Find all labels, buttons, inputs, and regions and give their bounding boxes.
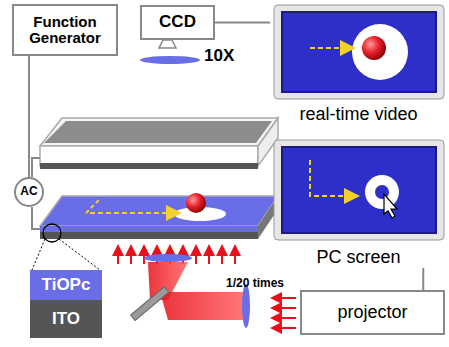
component-box: ITO (30, 300, 102, 338)
node-label: CCD (159, 13, 196, 32)
component-box: TiOPc (30, 270, 102, 300)
magnification-label: 10X (204, 46, 234, 66)
monitor-screen: PC screen (270, 138, 447, 268)
node-label: Function Generator (14, 14, 116, 47)
node-label: TiOPc (42, 276, 91, 295)
monitor-screen: real-time video (270, 3, 447, 125)
node-label: real-time video (299, 105, 417, 125)
node-label: PC screen (316, 248, 400, 268)
node-label: AC (20, 185, 37, 198)
node-label: ITO (52, 310, 80, 329)
signal-wire (28, 56, 30, 177)
video-screen (270, 3, 447, 103)
pc-screen (270, 138, 447, 242)
component-box: CCD (140, 5, 215, 40)
signal-wire (422, 268, 424, 290)
signal-wire (215, 22, 270, 24)
node-label: projector (337, 303, 407, 323)
scale-label: 1/20 times (226, 276, 284, 290)
component-box: Function Generator (12, 4, 118, 56)
ac-source-circle: AC (14, 177, 44, 207)
component-box: projector (300, 290, 445, 335)
